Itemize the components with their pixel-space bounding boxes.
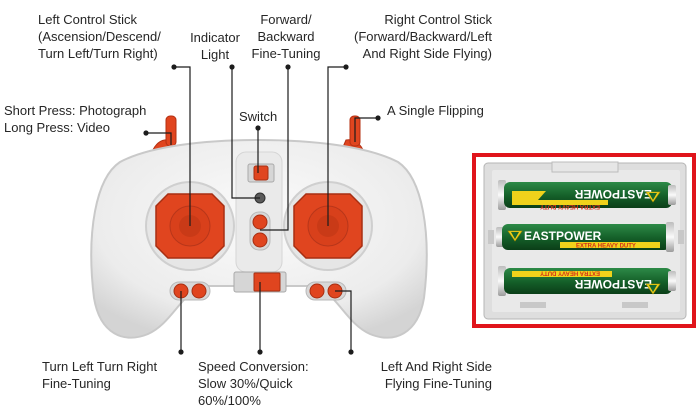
- label-turn-fine-tuning: Turn Left Turn Right Fine-Tuning: [42, 359, 158, 391]
- label-left-control-stick: Left Control Stick (Ascension/Descend/ T…: [38, 12, 161, 61]
- power-switch[interactable]: [247, 163, 275, 183]
- battery-bottom-brand: EASTPOWER: [574, 277, 652, 291]
- label-switch: Switch: [239, 109, 278, 124]
- battery-middle: EASTPOWER EXTRA HEAVY DUTY: [496, 222, 674, 252]
- label-forward-backward-fine-tuning: Forward/ Backward Fine-Tuning: [251, 12, 321, 61]
- label-speed-conversion: Speed Conversion: Slow 30%/Quick 60%/100…: [198, 359, 309, 408]
- leader-dots: [143, 64, 381, 355]
- battery-bottom: EXTRA HEAVY DUTY EASTPOWER: [498, 266, 676, 296]
- forward-backward-trim-button[interactable]: [249, 211, 271, 251]
- label-side-flying-fine-tuning: Left And Right Side Flying Fine-Tuning: [380, 359, 492, 391]
- label-indicator-light: Indicator Light: [190, 30, 240, 62]
- battery-middle-type: EXTRA HEAVY DUTY: [576, 244, 636, 250]
- label-right-control-stick: Right Control Stick (Forward/Backward/Le…: [354, 12, 492, 61]
- battery-top: EASTPOWER EXTRA HEAVY DUTY: [498, 180, 676, 210]
- leader-lines: [146, 66, 378, 352]
- battery-top-brand: EASTPOWER: [574, 187, 652, 201]
- battery-middle-brand: EASTPOWER: [524, 229, 602, 243]
- label-photo-video-button: Short Press: Photograph Long Press: Vide…: [4, 103, 147, 135]
- label-single-flipping: A Single Flipping: [387, 103, 484, 118]
- battery-top-type: EXTRA HEAVY DUTY: [540, 203, 600, 209]
- turn-trim-button[interactable]: [169, 281, 211, 301]
- battery-bottom-type: EXTRA HEAVY DUTY: [540, 270, 600, 276]
